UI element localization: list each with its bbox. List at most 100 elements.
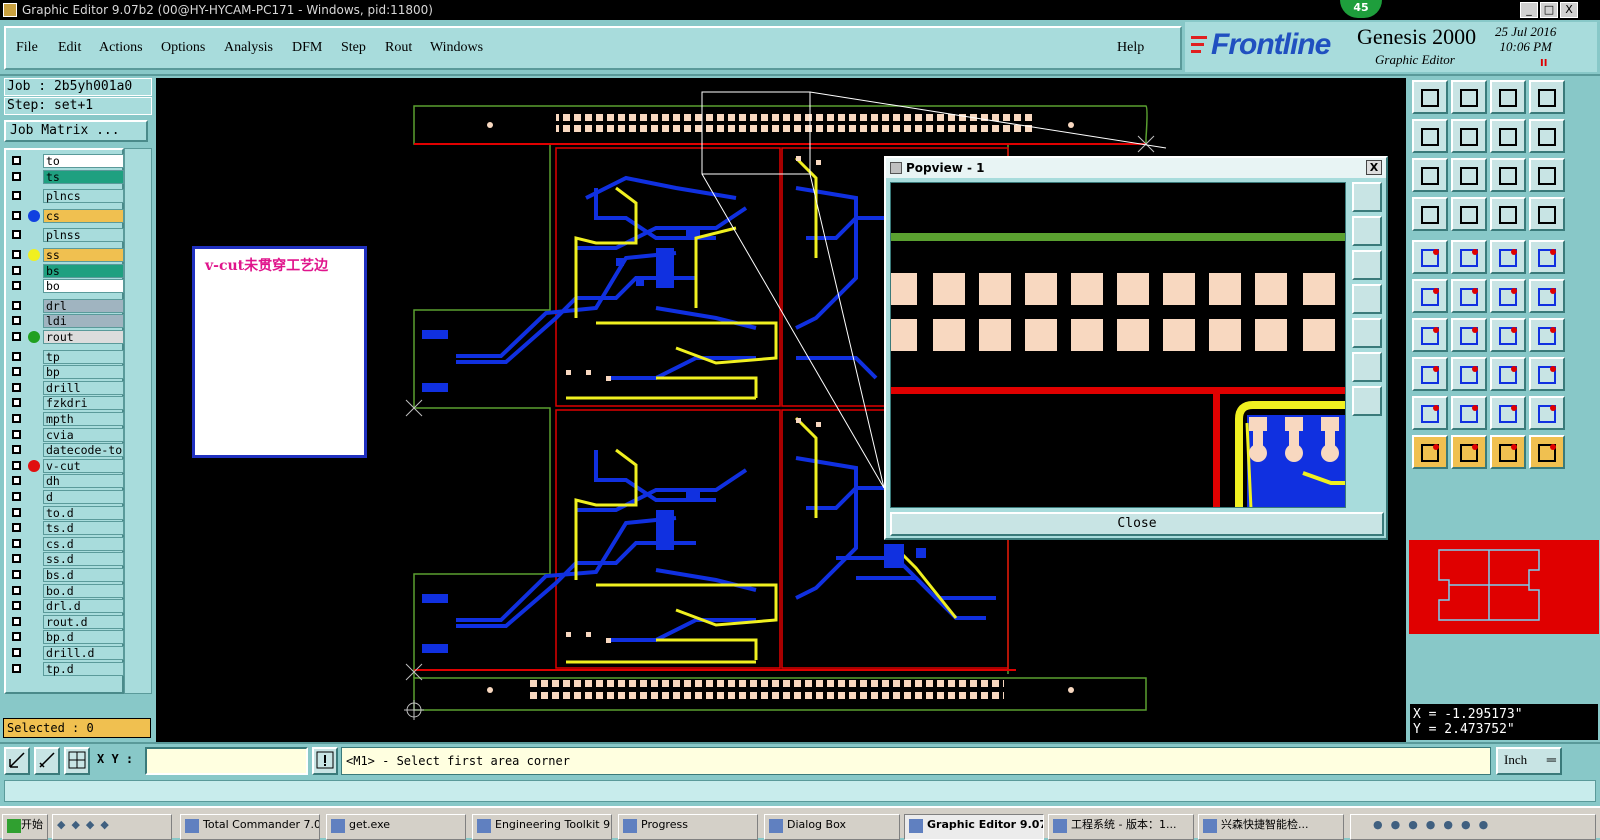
layer-name[interactable]: d — [43, 490, 124, 504]
layer-checkbox[interactable] — [12, 632, 21, 642]
measure-tool-button[interactable] — [1451, 318, 1487, 352]
popview-fit-button[interactable] — [1352, 352, 1382, 382]
job-matrix-button[interactable]: Job Matrix ... — [4, 120, 148, 142]
layer-checkbox[interactable] — [12, 265, 21, 275]
cursor-1-tool-button[interactable] — [1412, 435, 1448, 469]
layer-row-ss[interactable]: ss — [8, 248, 124, 262]
window-title-bar[interactable]: Graphic Editor 9.07b2 (00@HY-HYCAM-PC171… — [0, 0, 1600, 20]
popview-pan-down-button[interactable] — [1352, 250, 1382, 280]
layer-name[interactable]: v-cut — [43, 458, 124, 473]
grid-tool-button[interactable] — [1451, 197, 1487, 231]
select-box-tool-button[interactable] — [1451, 240, 1487, 274]
layer-row-drill.d[interactable]: drill.d — [8, 646, 124, 660]
layer-row-cs[interactable]: cs — [8, 208, 124, 223]
zoom-center-tool-button[interactable] — [1451, 158, 1487, 192]
layer-row-rout[interactable]: rout — [8, 330, 124, 344]
task-graphic-editor[interactable]: Graphic Editor 9.07... — [904, 814, 1044, 840]
layer-row-plnss[interactable]: plnss — [8, 228, 124, 243]
redraw-tool-button[interactable] — [1529, 119, 1565, 153]
layer-row-d[interactable]: d — [8, 490, 124, 504]
layer-name[interactable]: dh — [43, 474, 124, 489]
menu-options[interactable]: Options — [161, 40, 206, 55]
menu-dfm[interactable]: DFM — [292, 40, 323, 55]
layer-checkbox[interactable] — [12, 250, 21, 259]
menu-windows[interactable]: Windows — [430, 40, 484, 55]
zoom-fit-tool-button[interactable] — [1412, 158, 1448, 192]
popview-center-button[interactable] — [1352, 386, 1382, 416]
system-tray[interactable]: ●●●●●●● — [1350, 814, 1596, 840]
layer-name[interactable]: bp — [43, 365, 124, 380]
layer-name[interactable]: bs.d — [43, 568, 124, 582]
layer-row-dh[interactable]: dh — [8, 474, 124, 489]
layer-row-cs.d[interactable]: cs.d — [8, 536, 124, 551]
layer-row-to[interactable]: to — [8, 154, 124, 168]
task-engineering-system[interactable]: 工程系统 - 版本：1... — [1048, 814, 1194, 840]
menu-analysis[interactable]: Analysis — [224, 40, 273, 55]
ruler-tool-button[interactable] — [1490, 240, 1526, 274]
layer-name[interactable]: datecode-to — [43, 443, 124, 458]
menu-rout[interactable]: Rout — [385, 40, 413, 55]
layer-checkbox[interactable] — [12, 367, 21, 377]
task-engineering-toolkit[interactable]: Engineering Toolkit 9... — [472, 814, 612, 840]
layer-name[interactable]: bp.d — [43, 630, 124, 645]
layer-name[interactable]: drl — [43, 298, 124, 313]
task-total-commander[interactable]: Total Commander 7.0... — [180, 814, 320, 840]
layer-row-ldi[interactable]: ldi — [8, 314, 124, 329]
layer-row-drl.d[interactable]: drl.d — [8, 599, 124, 614]
layer-list-scrollbar[interactable] — [124, 148, 152, 694]
grid-button[interactable] — [64, 747, 90, 775]
layer-checkbox[interactable] — [12, 616, 21, 626]
left-tool-button[interactable] — [1412, 119, 1448, 153]
popview-zoom-view[interactable] — [890, 182, 1346, 508]
layer-checkbox[interactable] — [12, 445, 21, 455]
layer-name[interactable]: ts.d — [43, 521, 124, 536]
open-tool-button[interactable] — [1412, 80, 1448, 114]
layer-row-to.d[interactable]: to.d — [8, 505, 124, 520]
layer-checkbox[interactable] — [12, 523, 21, 533]
layer-row-datecode-to[interactable]: datecode-to — [8, 443, 124, 458]
menu-file[interactable]: File — [16, 40, 38, 55]
layer-row-tp.d[interactable]: tp.d — [8, 661, 124, 676]
measure-button[interactable] — [34, 747, 60, 775]
layer-name[interactable]: bo — [43, 279, 124, 294]
layer-compare-2-tool-button[interactable] — [1529, 197, 1565, 231]
connect-tool-button[interactable] — [1412, 279, 1448, 313]
menu-help[interactable]: Help — [1117, 40, 1145, 55]
start-button[interactable]: 开始 — [2, 814, 48, 840]
tri-1-tool-button[interactable] — [1412, 396, 1448, 430]
layer-row-bp.d[interactable]: bp.d — [8, 630, 124, 645]
snap-mode-button[interactable] — [4, 747, 30, 775]
layer-checkbox[interactable] — [12, 554, 21, 564]
layer-checkbox[interactable] — [12, 332, 21, 341]
resize-tool-button[interactable] — [1490, 357, 1526, 391]
layer-name[interactable]: cs.d — [43, 536, 124, 551]
layer-checkbox[interactable] — [12, 429, 21, 439]
flip-tool-button[interactable] — [1529, 318, 1565, 352]
layer-checkbox[interactable] — [12, 156, 21, 165]
cursor-4-tool-button[interactable] — [1529, 435, 1565, 469]
layer-checkbox[interactable] — [12, 570, 21, 579]
layer-name[interactable]: bo.d — [43, 583, 124, 598]
layer-checkbox[interactable] — [12, 171, 21, 181]
layer-name[interactable]: cvia — [43, 427, 124, 442]
popview-close-button[interactable]: Close — [890, 512, 1384, 536]
layer-checkbox[interactable] — [12, 663, 21, 673]
layer-row-ss.d[interactable]: ss.d — [8, 552, 124, 567]
layer-row-bo.d[interactable]: bo.d — [8, 583, 124, 598]
cursor-3-tool-button[interactable] — [1490, 435, 1526, 469]
menu-step[interactable]: Step — [341, 40, 366, 55]
layer-name[interactable]: cs — [43, 208, 124, 223]
layer-row-tp[interactable]: tp — [8, 349, 124, 364]
xy-input[interactable] — [145, 747, 308, 775]
add-pad-tool-button[interactable] — [1412, 240, 1448, 274]
save-tool-button[interactable] — [1451, 80, 1487, 114]
cursor-2-tool-button[interactable] — [1451, 435, 1487, 469]
layer-row-ts[interactable]: ts — [8, 169, 124, 184]
layer-name[interactable]: tp.d — [43, 661, 124, 676]
layer-name[interactable]: to — [43, 154, 124, 168]
layer-name[interactable]: rout.d — [43, 614, 124, 629]
layer-checkbox[interactable] — [12, 507, 21, 517]
layer-checkbox[interactable] — [12, 382, 21, 392]
layer-name[interactable]: ss — [43, 248, 124, 262]
layer-name[interactable]: ldi — [43, 314, 124, 329]
